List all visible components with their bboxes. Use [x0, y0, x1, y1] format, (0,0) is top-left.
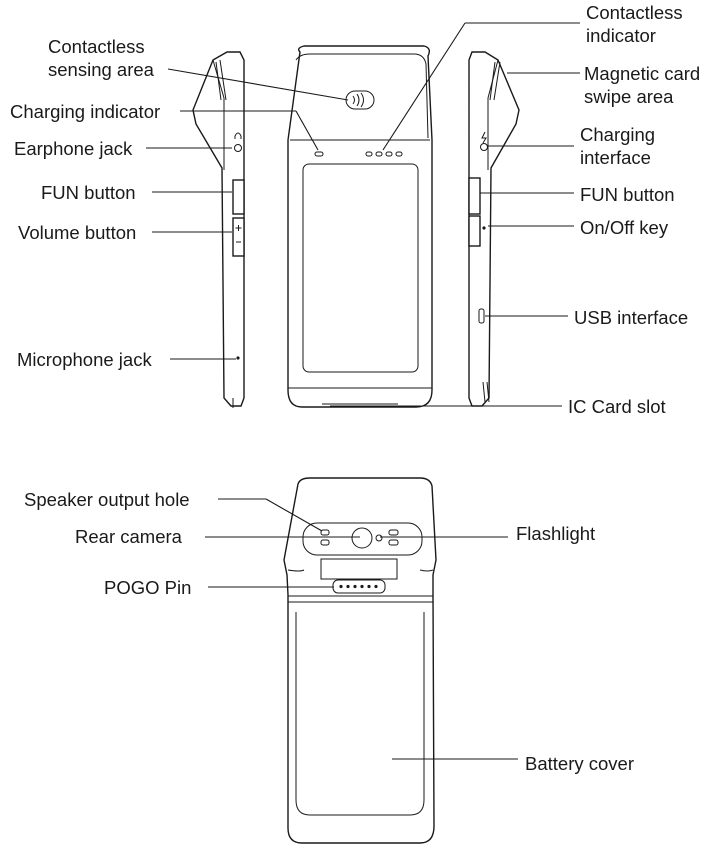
front-view	[287, 45, 433, 408]
power-key	[468, 215, 481, 247]
label-charging-interface-line2: interface	[580, 147, 651, 168]
left-side-view	[192, 51, 245, 408]
label-usb-interface: USB interface	[574, 307, 689, 328]
label-charging-interface: Charging interface	[580, 123, 655, 169]
label-volume-button: Volume button	[18, 222, 137, 243]
label-ic-card-slot: IC Card slot	[568, 396, 666, 417]
leader-lines	[146, 22, 580, 760]
fun-button-left-side	[232, 179, 245, 215]
label-fun-button-left: FUN button	[41, 182, 136, 203]
label-fun-button-right: FUN button	[580, 184, 675, 205]
usb-port	[478, 308, 485, 324]
volume-rocker	[232, 217, 245, 257]
headphone-icon	[234, 144, 242, 152]
label-pogo-pin: POGO Pin	[104, 577, 192, 598]
rear-camera-lens	[351, 527, 373, 549]
label-magnetic-card-swipe-area-line1: Magnetic card	[584, 63, 701, 84]
label-contactless-indicator: Contactless indicator	[586, 1, 683, 47]
label-microphone-jack: Microphone jack	[17, 349, 152, 370]
label-contactless-sensing-area-line1: Contactless	[48, 36, 145, 57]
camera-module	[302, 522, 423, 556]
lightning-icon	[481, 131, 487, 144]
label-contactless-indicator-line1: Contactless	[586, 2, 683, 23]
label-battery-cover: Battery cover	[525, 753, 634, 774]
label-flashlight: Flashlight	[516, 523, 596, 544]
back-view	[283, 477, 437, 844]
right-side-view	[468, 51, 520, 407]
label-charging-indicator: Charging indicator	[10, 101, 161, 122]
label-earphone-jack: Earphone jack	[14, 138, 133, 159]
charging-led	[314, 151, 324, 157]
label-magnetic-card-swipe-area: Magnetic card swipe area	[584, 62, 700, 108]
label-contactless-sensing-area: Contactless sensing area	[48, 35, 154, 81]
label-contactless-indicator-line2: indicator	[586, 25, 656, 46]
label-magnetic-card-swipe-area-line2: swipe area	[584, 86, 674, 107]
label-contactless-sensing-area-line2: sensing area	[48, 59, 154, 80]
label-charging-interface-line1: Charging	[580, 124, 656, 145]
label-rear-camera: Rear camera	[75, 526, 182, 547]
label-on-off-key: On/Off key	[580, 217, 669, 238]
label-speaker-output-hole: Speaker output hole	[24, 489, 190, 510]
screen	[302, 163, 419, 373]
fun-button-right-side	[468, 177, 481, 215]
